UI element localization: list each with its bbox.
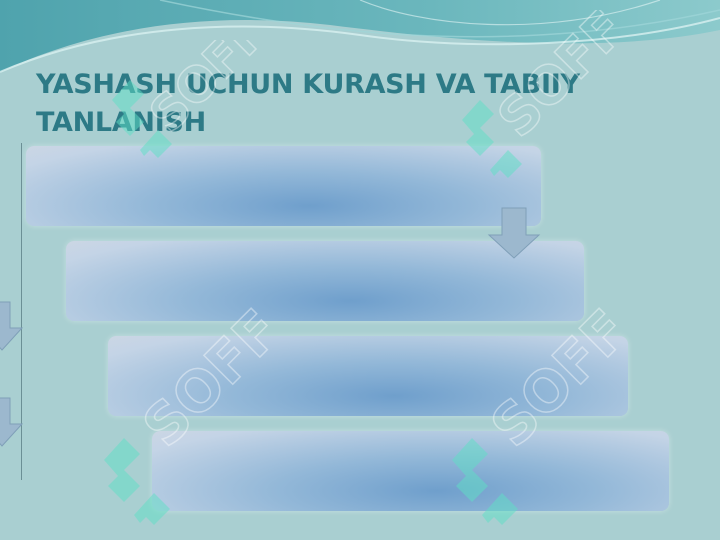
soff-logo-icon (104, 438, 170, 525)
down-arrow-icon (0, 301, 24, 351)
watermark-text: SOFF (139, 40, 278, 143)
flow-connector-line (21, 143, 22, 480)
soff-watermark-3: SOFF (104, 300, 294, 525)
down-arrow-icon (0, 397, 24, 447)
flow-box-2 (66, 241, 584, 321)
watermark-text: SOFF (487, 10, 637, 149)
down-arrow-icon (487, 207, 541, 259)
soff-watermark-2: SOFF (462, 10, 638, 178)
watermark-text: SOFF (131, 300, 293, 460)
soff-logo-icon (452, 438, 518, 525)
soff-logo-icon (462, 100, 522, 178)
flow-box-4 (152, 431, 669, 511)
soff-logo-icon (112, 80, 172, 158)
watermark-text: SOFF (479, 300, 641, 460)
soff-watermark-4: SOFF (452, 300, 642, 525)
soff-watermark-1: SOFF (112, 40, 279, 158)
flow-box-1 (26, 146, 541, 226)
flow-box-3 (108, 336, 628, 416)
header-wave (0, 0, 720, 73)
